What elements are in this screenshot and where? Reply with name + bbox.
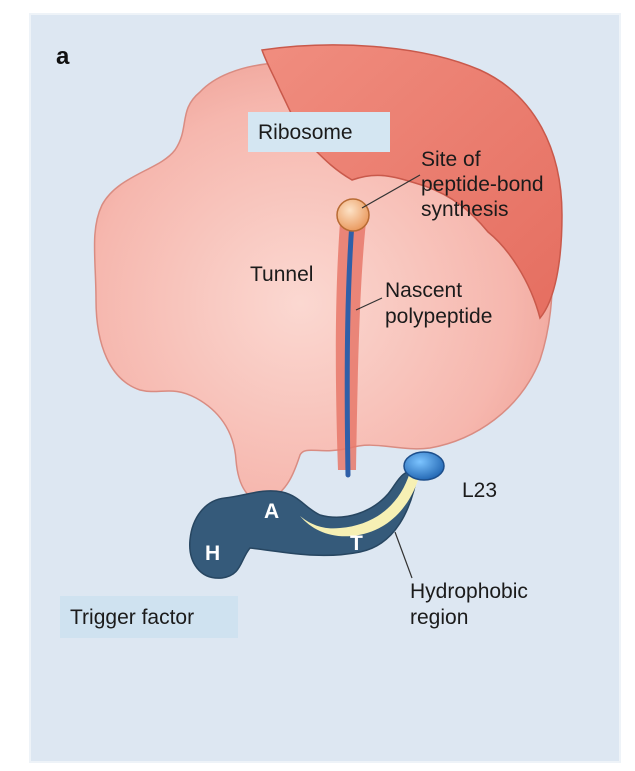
l23-label: L23 [462, 479, 497, 502]
domain-h-label: H [205, 542, 220, 565]
domain-t-label: T [350, 532, 363, 555]
nascent-label-line1: Nascent [385, 279, 462, 302]
trigger-factor-label: Trigger factor [70, 606, 194, 629]
hydrophobic-label-line1: Hydrophobic [410, 580, 528, 603]
panel-letter: a [56, 43, 70, 70]
peptide-bond-site [337, 199, 369, 231]
site-label-line1: Site of [421, 148, 481, 171]
nascent-label-line2: polypeptide [385, 305, 492, 328]
l23-protein [404, 452, 444, 480]
hydrophobic-label-line2: region [410, 606, 468, 629]
tunnel-label: Tunnel [250, 263, 313, 286]
ribosome-label: Ribosome [258, 121, 353, 144]
site-label-line2: peptide-bond [421, 173, 544, 196]
domain-a-label: A [264, 500, 279, 523]
site-label-line3: synthesis [421, 198, 509, 221]
